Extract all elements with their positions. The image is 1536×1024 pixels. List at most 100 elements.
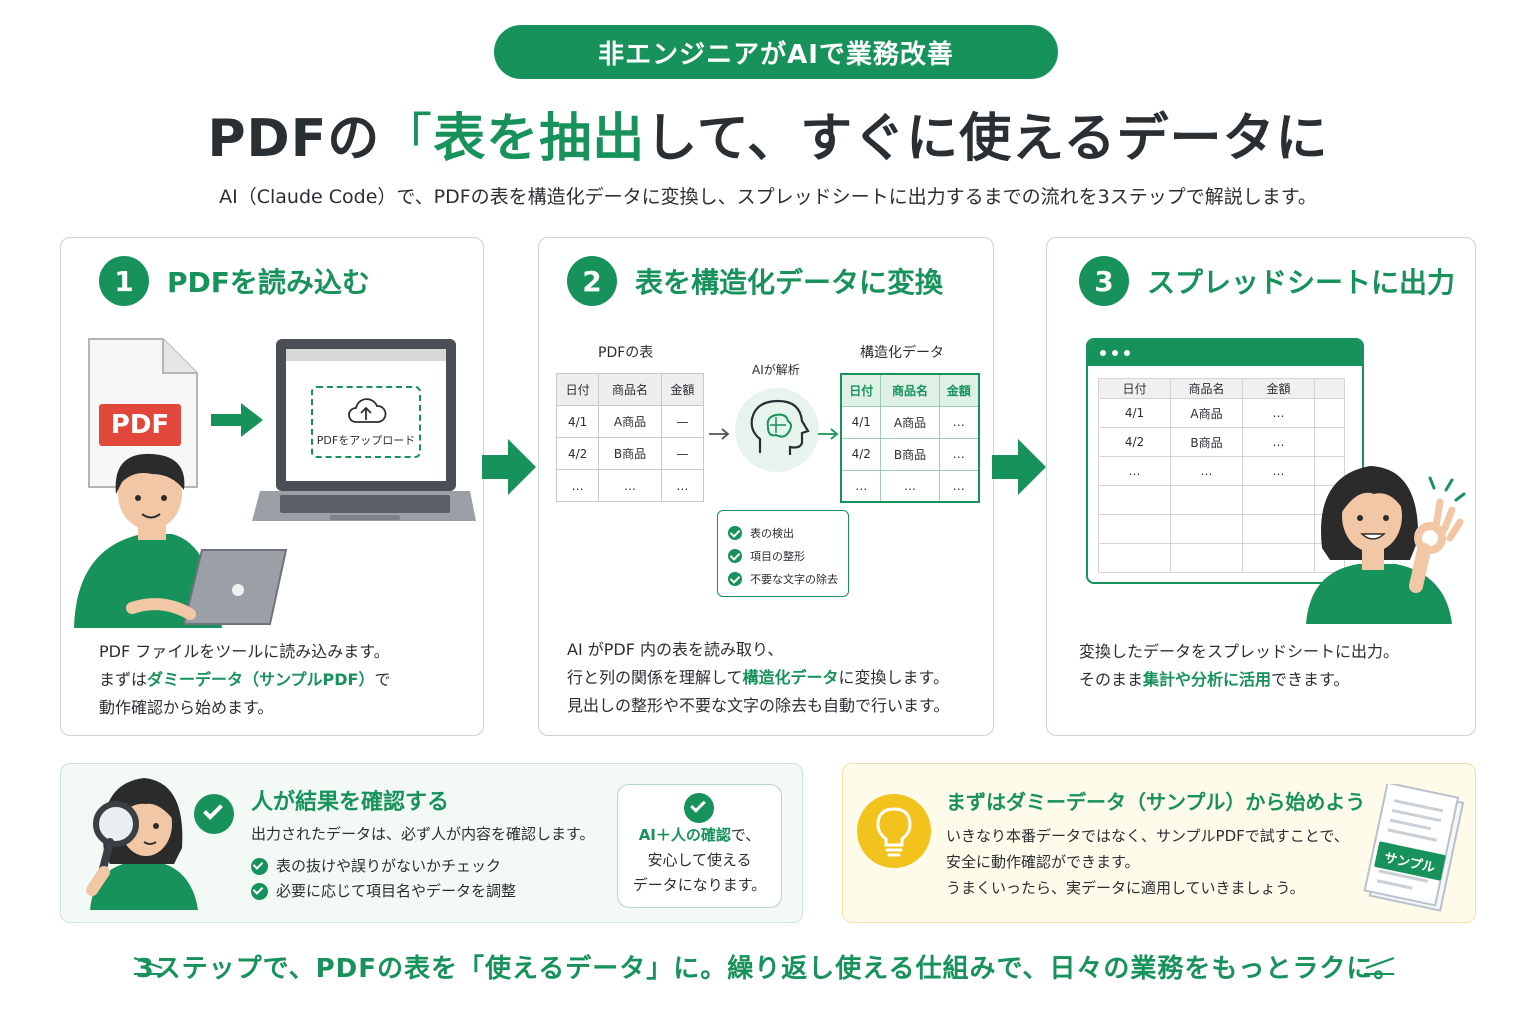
- woman-ok-gesture-illustration: [1306, 466, 1466, 624]
- table-row: … … …: [840, 469, 980, 503]
- check-icon: [251, 857, 268, 875]
- structured-table: 日付 商品名 金額 4/1 A商品 … 4/2 B商品 … … … …: [840, 373, 980, 503]
- step1-desc-line2-hl: ダミーデータ（サンプルPDF）: [147, 670, 375, 689]
- step1-header: 1 PDFを読み込む: [99, 256, 370, 306]
- table-cell: —: [660, 437, 705, 470]
- step1-number: 1: [99, 256, 149, 306]
- bubble-line3: データになります。: [632, 876, 767, 894]
- footer-deco-right-icon: [1364, 957, 1395, 975]
- step2-desc-line1: AI がPDF 内の表を読み取り、: [567, 640, 784, 659]
- ai-brain-icon: [735, 388, 819, 472]
- lightbulb-icon: [857, 794, 931, 868]
- table-row: 4/2 B商品 …: [840, 437, 980, 471]
- arrow-right-icon: [211, 403, 263, 437]
- spreadsheet-cell: [1098, 543, 1171, 573]
- person-with-laptop-illustration: [74, 453, 288, 628]
- small-arrow-left-icon: [709, 428, 730, 440]
- spreadsheet-header: 日付: [1098, 378, 1171, 399]
- step2-desc-line2-hl: 構造化データ: [742, 668, 839, 687]
- structured-table-header-row: 日付 商品名 金額: [840, 373, 980, 407]
- pdf-table-label: PDFの表: [598, 345, 654, 361]
- ai-human-bubble: AI＋人の確認で、 安心して使える データになります。: [617, 784, 782, 908]
- step3-desc-line2-pre: そのまま: [1079, 670, 1144, 689]
- checklist-item: 項目の整形: [728, 544, 848, 567]
- spreadsheet-cell: [1170, 485, 1243, 515]
- table-cell: …: [598, 469, 662, 502]
- spreadsheet-cell: [1242, 543, 1315, 573]
- spreadsheet-cell: …: [1170, 456, 1243, 486]
- structured-table-header: 金額: [938, 373, 980, 407]
- step3-desc-line2-post: できます。: [1271, 670, 1350, 689]
- checklist-item: 不要な文字の除去: [728, 567, 848, 590]
- page-subtitle: AI（Claude Code）で、PDFの表を構造化データに変換し、スプレッドシ…: [219, 186, 1317, 208]
- tip-line3: うまくいったら、実データに適用していきましょう。: [946, 879, 1305, 897]
- check-icon: [728, 571, 742, 586]
- table-cell: …: [880, 469, 940, 503]
- step3-header: 3 スプレッドシートに出力: [1079, 256, 1455, 306]
- pdf-badge: PDF: [99, 404, 181, 446]
- bubble-line1: AI＋人の確認で、: [618, 823, 781, 848]
- step1-desc-line1: PDF ファイルをツールに読み込みます。: [99, 642, 390, 661]
- human-check-item-label: 表の抜けや誤りがないかチェック: [276, 857, 502, 875]
- window-dot-icon: [1112, 350, 1118, 356]
- table-cell: …: [660, 469, 705, 502]
- checklist-item-label: 不要な文字の除去: [750, 572, 838, 586]
- bubble-line2: 安心して使える: [647, 851, 752, 869]
- checklist-item-label: 表の検出: [750, 526, 794, 540]
- cloud-upload-icon: [348, 398, 387, 423]
- human-check-item: 表の抜けや誤りがないかチェック: [251, 853, 501, 879]
- step2-header: 2 表を構造化データに変換: [567, 256, 943, 306]
- spreadsheet-cell: …: [1242, 427, 1315, 457]
- woman-magnifier-illustration: [86, 778, 198, 910]
- tip-line2: 安全に動作確認ができます。: [946, 853, 1140, 871]
- pdf-table-header: 商品名: [598, 373, 662, 406]
- upload-box[interactable]: PDFをアップロード: [311, 386, 421, 458]
- step-arrow-1-icon: [482, 439, 536, 495]
- structured-table-header: 商品名: [880, 373, 940, 407]
- spreadsheet-cell: [1098, 514, 1171, 544]
- step2-title: 表を構造化データに変換: [635, 266, 944, 299]
- step1-desc-line2-post: で: [374, 670, 391, 689]
- spreadsheet-cell: [1170, 514, 1243, 544]
- checklist-item-label: 項目の整形: [750, 549, 805, 563]
- pdf-table: 日付 商品名 金額 4/1 A商品 — 4/2 B商品 — … … …: [555, 373, 705, 502]
- step3-number: 3: [1079, 256, 1129, 306]
- checklist-item: 表の検出: [728, 521, 848, 544]
- page-title: PDFの「表を抽出して、すぐに使えるデータに: [0, 96, 1536, 171]
- table-cell: …: [555, 469, 600, 502]
- step2-description: AI がPDF 内の表を読み取り、 行と列の関係を理解して構造化データに変換しま…: [567, 636, 949, 720]
- step3-desc-line1: 変換したデータをスプレッドシートに出力。: [1079, 642, 1400, 661]
- pdf-table-header: 日付: [555, 373, 600, 406]
- spreadsheet-header: 金額: [1242, 378, 1315, 399]
- table-row: … … …: [1098, 456, 1345, 486]
- table-cell: …: [938, 405, 980, 439]
- step2-number: 2: [567, 256, 617, 306]
- pdf-table-header-row: 日付 商品名 金額: [555, 373, 705, 406]
- table-row: … … …: [555, 469, 705, 502]
- spreadsheet-cell: [1098, 485, 1171, 515]
- spreadsheet-titlebar: [1088, 340, 1362, 366]
- check-circle-icon: [194, 794, 234, 834]
- spreadsheet-header: 商品名: [1170, 378, 1243, 399]
- structured-data-label: 構造化データ: [860, 345, 944, 361]
- human-check-item: 必要に応じて項目名やデータを調整: [251, 878, 516, 904]
- table-cell: 4/2: [840, 437, 882, 471]
- table-cell: 4/2: [555, 437, 600, 470]
- step3-desc-line2-hl: 集計や分析に活用: [1143, 670, 1272, 689]
- check-icon: [728, 548, 742, 563]
- title-pre: PDFの: [207, 109, 381, 169]
- footer-message: 3ステップで、PDFの表を「使えるデータ」に。繰り返し使える仕組みで、日々の業務…: [135, 954, 1401, 984]
- human-check-text: 出力されたデータは、必ず人が内容を確認します。: [251, 825, 595, 843]
- step2-desc-line2-post: に変換します。: [838, 668, 949, 687]
- spreadsheet-cell: [1170, 543, 1243, 573]
- table-cell: …: [840, 469, 882, 503]
- structured-table-header: 日付: [840, 373, 882, 407]
- spreadsheet-cell: [1314, 398, 1345, 428]
- table-cell: …: [938, 437, 980, 471]
- human-check-item-label: 必要に応じて項目名やデータを調整: [276, 882, 517, 900]
- title-bracket: 「: [380, 109, 434, 169]
- step1-description: PDF ファイルをツールに読み込みます。 まずはダミーデータ（サンプルPDF）で…: [99, 638, 391, 722]
- spreadsheet-cell: 4/1: [1098, 398, 1171, 428]
- bubble-highlight: AI＋人の確認: [638, 826, 731, 844]
- table-cell: …: [938, 469, 980, 503]
